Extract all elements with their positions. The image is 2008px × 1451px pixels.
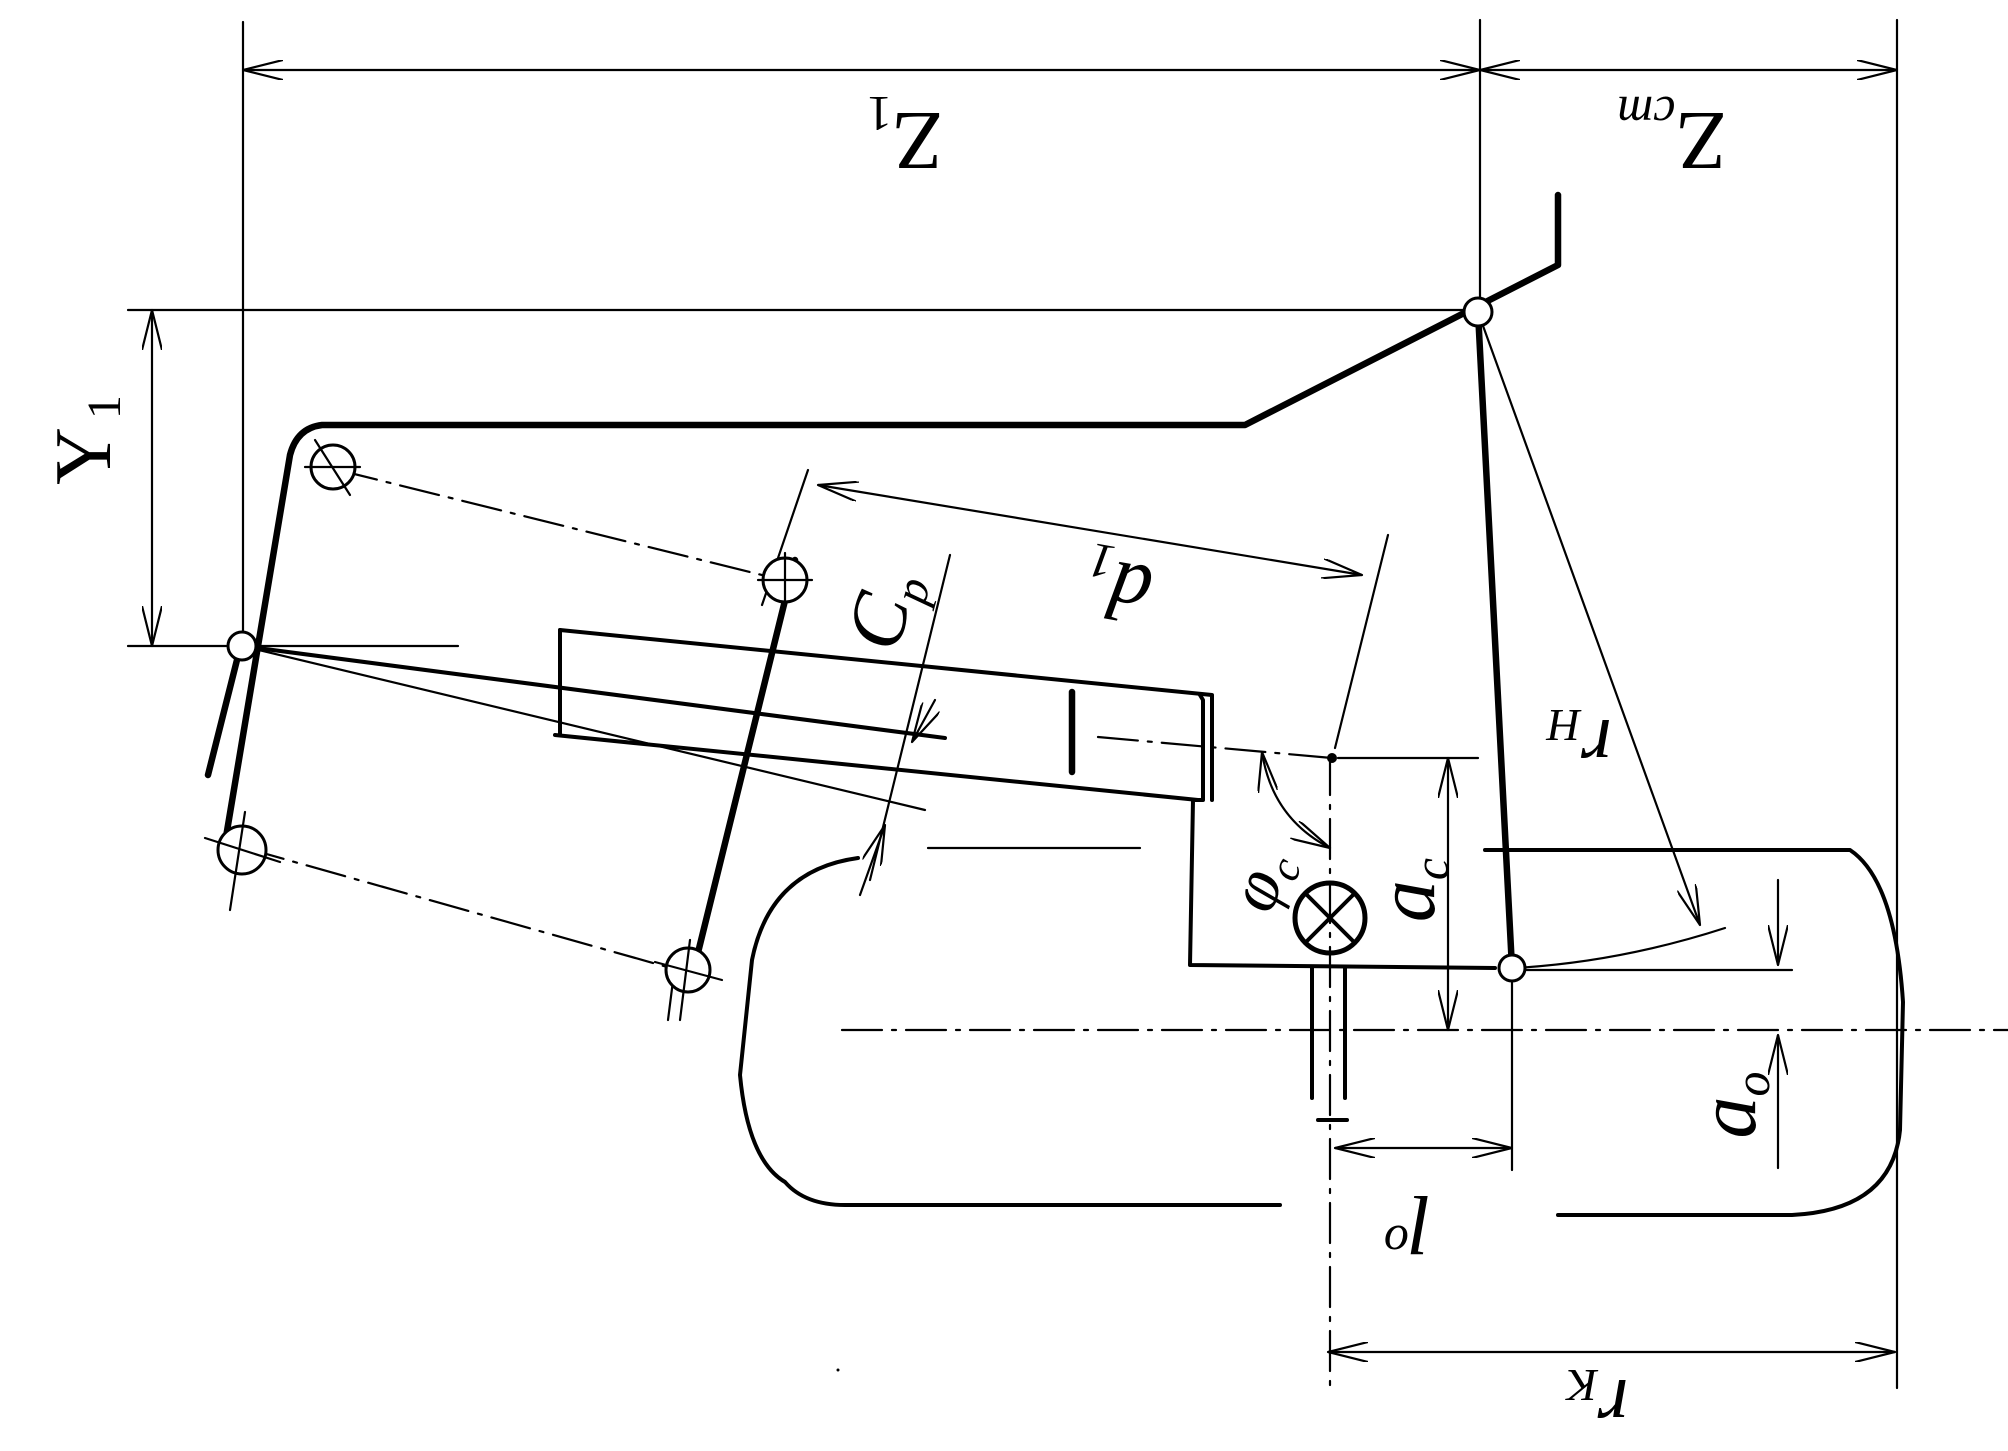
label-ac: ac [1360,858,1459,922]
rear-arm-shaft [686,556,799,989]
phi-c-arc [1262,750,1332,850]
radius-rh-arc [1513,926,1727,970]
hub-lower-left [203,810,282,912]
arm-lower-segment [204,644,244,779]
label-cp: Cp [829,561,941,660]
a0-label: ao [1681,1072,1780,1139]
undercarriage [738,846,2008,1217]
upper-rod [240,644,947,740]
rear-link [1474,308,1516,972]
cylinder-bottom [553,733,1200,802]
label-y1: Y1 [40,395,131,485]
pivot-top [1462,296,1494,328]
cylinder-axis [1096,735,1334,760]
label-rk: rK [1565,1360,1629,1450]
speck [836,1368,840,1372]
l0-label: lo [1384,1177,1432,1271]
y1-label: Y1 [40,395,131,485]
label-rh: rH [1545,700,1612,790]
dimension-l0 [1333,973,1514,1172]
track-left-outline [738,856,1282,1207]
centerline-upper [336,468,784,582]
rh-label: rH [1545,700,1612,790]
ac-label: ac [1360,858,1459,922]
d1-extension-right [1333,533,1390,750]
dimension-ac [1336,756,1480,1032]
dimension-cp [858,553,952,897]
label-z1: Z1 [867,86,943,187]
cp-arrow-upper [910,698,935,744]
rk-label: rK [1565,1360,1629,1450]
boom-outline [219,191,1562,859]
label-d1: d1 [1077,532,1160,641]
dimension-zcm [1478,18,1899,1390]
centerline-lower [243,846,687,974]
d1-dimension-line [816,485,1364,575]
pivot-rear-link [1497,953,1527,983]
label-zcm: Zcm [1617,86,1727,187]
cylinder-body [558,628,1214,802]
axis-point [1327,753,1337,763]
swing-axis [1292,753,1368,1394]
d1-label: d1 [1077,532,1160,641]
pivot-hubs [203,296,1527,1022]
dimension-z1 [241,20,1482,658]
dimension-y1 [126,308,1482,648]
radius-rh-line [1476,310,1702,927]
cp-label: Cp [829,561,941,660]
hub-upper-middle [756,551,814,609]
hub-upper-left [303,438,362,497]
label-l0: lo [1384,1177,1432,1271]
pivot-main [226,630,258,662]
zcm-label: Zcm [1617,86,1727,187]
z1-label: Z1 [867,86,943,187]
lower-rod [240,644,927,812]
angle-phi-c [1262,750,1332,850]
boom-frame [219,191,1727,972]
dimension-a0 [1510,878,1794,1170]
cylinder-assembly [240,628,1337,812]
cp-arrow-lower [858,823,887,897]
track-right-outline [1483,848,1905,1217]
front-arm [204,468,784,974]
hub-lower-middle [653,938,724,1022]
label-a0: ao [1681,1072,1780,1139]
